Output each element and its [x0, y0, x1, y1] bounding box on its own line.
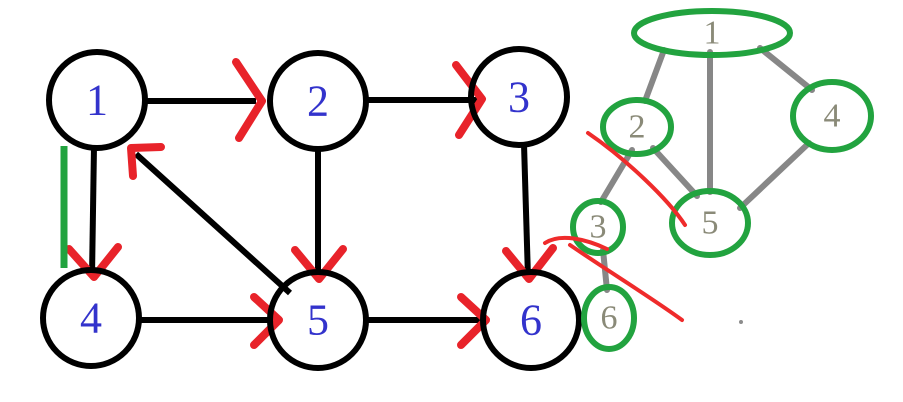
- annotation-red-slash-upper: [586, 131, 687, 227]
- node-2-label: 2: [307, 77, 329, 126]
- node-1-circle: [46, 49, 148, 151]
- green-node-6[interactable]: 6: [581, 284, 637, 352]
- gray-dot: [739, 320, 743, 324]
- green-node-2-ellipse: [600, 97, 674, 157]
- node-3[interactable]: 3: [468, 46, 570, 148]
- right-graph-edges: [598, 45, 815, 293]
- green-node-1-ellipse: [631, 8, 793, 58]
- green-node-1-label: 1: [704, 15, 721, 52]
- green-edge-2-to-5: [650, 145, 700, 199]
- left-graph-nodes: 1 2 3 4 5 6: [40, 46, 582, 371]
- arrowhead-4-to-5: [250, 293, 283, 349]
- node-1[interactable]: 1: [46, 49, 148, 151]
- arrowhead-1-to-2: [232, 58, 266, 142]
- green-node-3-ellipse: [570, 198, 626, 256]
- annotation-red-slash-lower: [568, 243, 684, 322]
- arrowhead-2-to-5: [291, 245, 347, 283]
- arrowhead-2-to-3: [452, 61, 486, 139]
- green-node-3[interactable]: 3: [570, 198, 626, 256]
- node-4-circle: [40, 267, 142, 369]
- edge-3-to-6: [521, 143, 531, 279]
- green-node-2[interactable]: 2: [600, 97, 674, 157]
- arrowhead-1-to-4: [65, 243, 122, 281]
- node-5[interactable]: 5: [267, 269, 369, 371]
- right-graph-nodes: 1 2 3 4 5 6: [570, 8, 874, 352]
- edge-5-to-1: [133, 151, 293, 296]
- green-node-4[interactable]: 4: [790, 79, 874, 153]
- green-edge-1-to-2: [642, 47, 667, 104]
- green-node-5-ellipse: [669, 188, 751, 258]
- green-node-1[interactable]: 1: [631, 8, 793, 58]
- node-1-label: 1: [86, 76, 108, 125]
- arrowhead-3-to-6: [502, 244, 557, 283]
- green-node-3-label: 3: [590, 209, 607, 246]
- node-4[interactable]: 4: [40, 267, 142, 369]
- green-node-5[interactable]: 5: [669, 188, 751, 258]
- green-node-4-ellipse: [790, 79, 874, 153]
- node-3-label: 3: [508, 73, 530, 122]
- green-node-4-label: 4: [824, 98, 841, 135]
- annotation-red-curve-near-node-6: [543, 235, 609, 251]
- left-graph-arrowheads: [65, 58, 557, 349]
- green-node-2-label: 2: [629, 109, 646, 146]
- node-6-label: 6: [520, 296, 542, 345]
- node-5-circle: [267, 269, 369, 371]
- node-6[interactable]: 6: [480, 269, 582, 371]
- node-3-circle: [468, 46, 570, 148]
- green-node-6-ellipse: [581, 284, 637, 352]
- left-graph-edges: [89, 97, 531, 323]
- node-5-label: 5: [307, 296, 329, 345]
- node-4-label: 4: [80, 294, 102, 343]
- node-2-circle: [267, 50, 369, 152]
- node-2[interactable]: 2: [267, 50, 369, 152]
- green-edge-1-to-4: [757, 45, 815, 93]
- green-edge-4-to-5: [737, 140, 812, 211]
- green-node-5-label: 5: [702, 205, 719, 242]
- green-edge-2-to-3: [598, 147, 635, 205]
- green-node-6-label: 6: [601, 300, 618, 337]
- arrowhead-5-to-1: [127, 143, 165, 180]
- node-6-circle: [480, 269, 582, 371]
- edge-1-to-4: [89, 145, 97, 277]
